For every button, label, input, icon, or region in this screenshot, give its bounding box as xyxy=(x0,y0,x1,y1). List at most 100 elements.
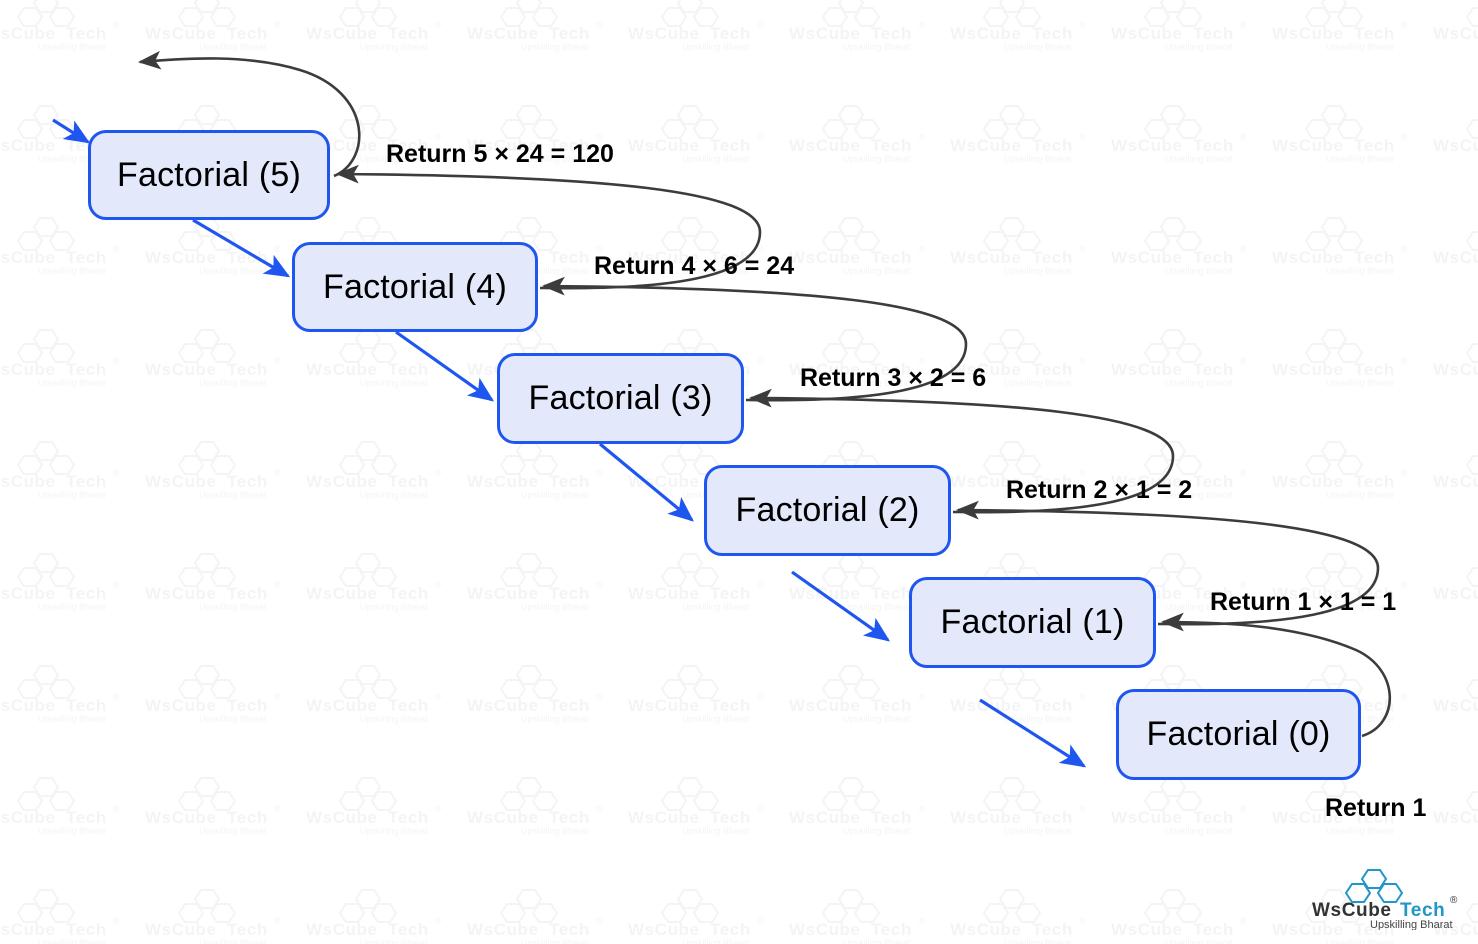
svg-text:®: ® xyxy=(757,916,764,926)
svg-text:WsCube: WsCube xyxy=(0,360,56,379)
svg-text:WsCube: WsCube xyxy=(0,696,56,715)
svg-text:Upskilling Bharat: Upskilling Bharat xyxy=(360,42,428,52)
svg-text:WsCube: WsCube xyxy=(628,808,700,827)
logo-registered-icon: ® xyxy=(1450,895,1458,906)
node-factorial-3[interactable]: Factorial (3) xyxy=(497,353,744,444)
svg-text:WsCube: WsCube xyxy=(1433,584,1478,603)
svg-text:Tech: Tech xyxy=(388,584,429,603)
svg-text:WsCube: WsCube xyxy=(789,920,861,939)
svg-text:WsCube: WsCube xyxy=(789,248,861,267)
svg-text:Tech: Tech xyxy=(1354,248,1395,267)
svg-text:Tech: Tech xyxy=(227,584,268,603)
node-factorial-2[interactable]: Factorial (2) xyxy=(704,465,951,556)
svg-text:Tech: Tech xyxy=(1193,136,1234,155)
svg-text:Upskilling Bharat: Upskilling Bharat xyxy=(199,602,267,612)
svg-text:Upskilling Bharat: Upskilling Bharat xyxy=(682,154,750,164)
svg-text:Upskilling Bharat: Upskilling Bharat xyxy=(1165,826,1233,836)
node-factorial-1[interactable]: Factorial (1) xyxy=(909,577,1156,668)
svg-text:Tech: Tech xyxy=(1032,808,1073,827)
svg-text:Tech: Tech xyxy=(710,808,751,827)
svg-text:Upskilling Bharat: Upskilling Bharat xyxy=(38,42,106,52)
svg-text:WsCube: WsCube xyxy=(467,696,539,715)
svg-text:®: ® xyxy=(274,20,281,30)
hexagon-mark-icon xyxy=(1344,869,1404,903)
svg-text:Tech: Tech xyxy=(388,24,429,43)
svg-text:Upskilling Bharat: Upskilling Bharat xyxy=(199,826,267,836)
svg-text:Upskilling Bharat: Upskilling Bharat xyxy=(199,490,267,500)
svg-text:Upskilling Bharat: Upskilling Bharat xyxy=(199,42,267,52)
svg-text:WsCube: WsCube xyxy=(950,808,1022,827)
svg-text:®: ® xyxy=(1401,356,1408,366)
svg-text:WsCube: WsCube xyxy=(1111,808,1183,827)
svg-text:®: ® xyxy=(1079,244,1086,254)
svg-text:WsCube: WsCube xyxy=(628,472,700,491)
svg-text:®: ® xyxy=(757,356,764,366)
svg-text:Tech: Tech xyxy=(710,920,751,939)
svg-text:Upskilling Bharat: Upskilling Bharat xyxy=(521,938,589,944)
node-label: Factorial (5) xyxy=(117,155,301,194)
node-factorial-5[interactable]: Factorial (5) xyxy=(88,130,330,220)
svg-text:®: ® xyxy=(1240,916,1247,926)
svg-text:Tech: Tech xyxy=(227,248,268,267)
svg-text:WsCube: WsCube xyxy=(950,248,1022,267)
svg-text:®: ® xyxy=(435,692,442,702)
svg-text:®: ® xyxy=(435,580,442,590)
svg-text:Tech: Tech xyxy=(871,808,912,827)
node-factorial-0[interactable]: Factorial (0) xyxy=(1116,689,1361,780)
svg-text:Upskilling Bharat: Upskilling Bharat xyxy=(1326,378,1394,388)
svg-text:®: ® xyxy=(113,804,120,814)
svg-text:Tech: Tech xyxy=(388,808,429,827)
node-label: Factorial (4) xyxy=(323,267,507,306)
svg-text:®: ® xyxy=(113,916,120,926)
svg-text:Upskilling Bharat: Upskilling Bharat xyxy=(360,378,428,388)
svg-text:Upskilling Bharat: Upskilling Bharat xyxy=(1165,378,1233,388)
svg-text:Tech: Tech xyxy=(1354,360,1395,379)
svg-text:WsCube: WsCube xyxy=(0,472,56,491)
svg-text:Tech: Tech xyxy=(1032,696,1073,715)
svg-text:WsCube: WsCube xyxy=(1433,808,1478,827)
svg-text:®: ® xyxy=(274,244,281,254)
svg-text:WsCube: WsCube xyxy=(628,696,700,715)
svg-text:Tech: Tech xyxy=(1193,472,1234,491)
svg-text:Tech: Tech xyxy=(66,920,107,939)
svg-text:Upskilling Bharat: Upskilling Bharat xyxy=(38,938,106,944)
svg-text:Tech: Tech xyxy=(1193,920,1234,939)
svg-text:WsCube: WsCube xyxy=(950,696,1022,715)
node-factorial-4[interactable]: Factorial (4) xyxy=(292,242,538,332)
svg-text:WsCube: WsCube xyxy=(306,808,378,827)
svg-text:Tech: Tech xyxy=(1193,248,1234,267)
svg-text:Tech: Tech xyxy=(227,920,268,939)
svg-text:Tech: Tech xyxy=(549,248,590,267)
svg-text:Upskilling Bharat: Upskilling Bharat xyxy=(843,602,911,612)
svg-text:WsCube: WsCube xyxy=(306,472,378,491)
svg-text:WsCube: WsCube xyxy=(628,920,700,939)
svg-text:Upskilling Bharat: Upskilling Bharat xyxy=(521,602,589,612)
svg-text:Tech: Tech xyxy=(549,584,590,603)
return-label-0: Return 1 xyxy=(1325,794,1427,822)
svg-text:Upskilling Bharat: Upskilling Bharat xyxy=(1004,378,1072,388)
svg-text:®: ® xyxy=(1240,20,1247,30)
